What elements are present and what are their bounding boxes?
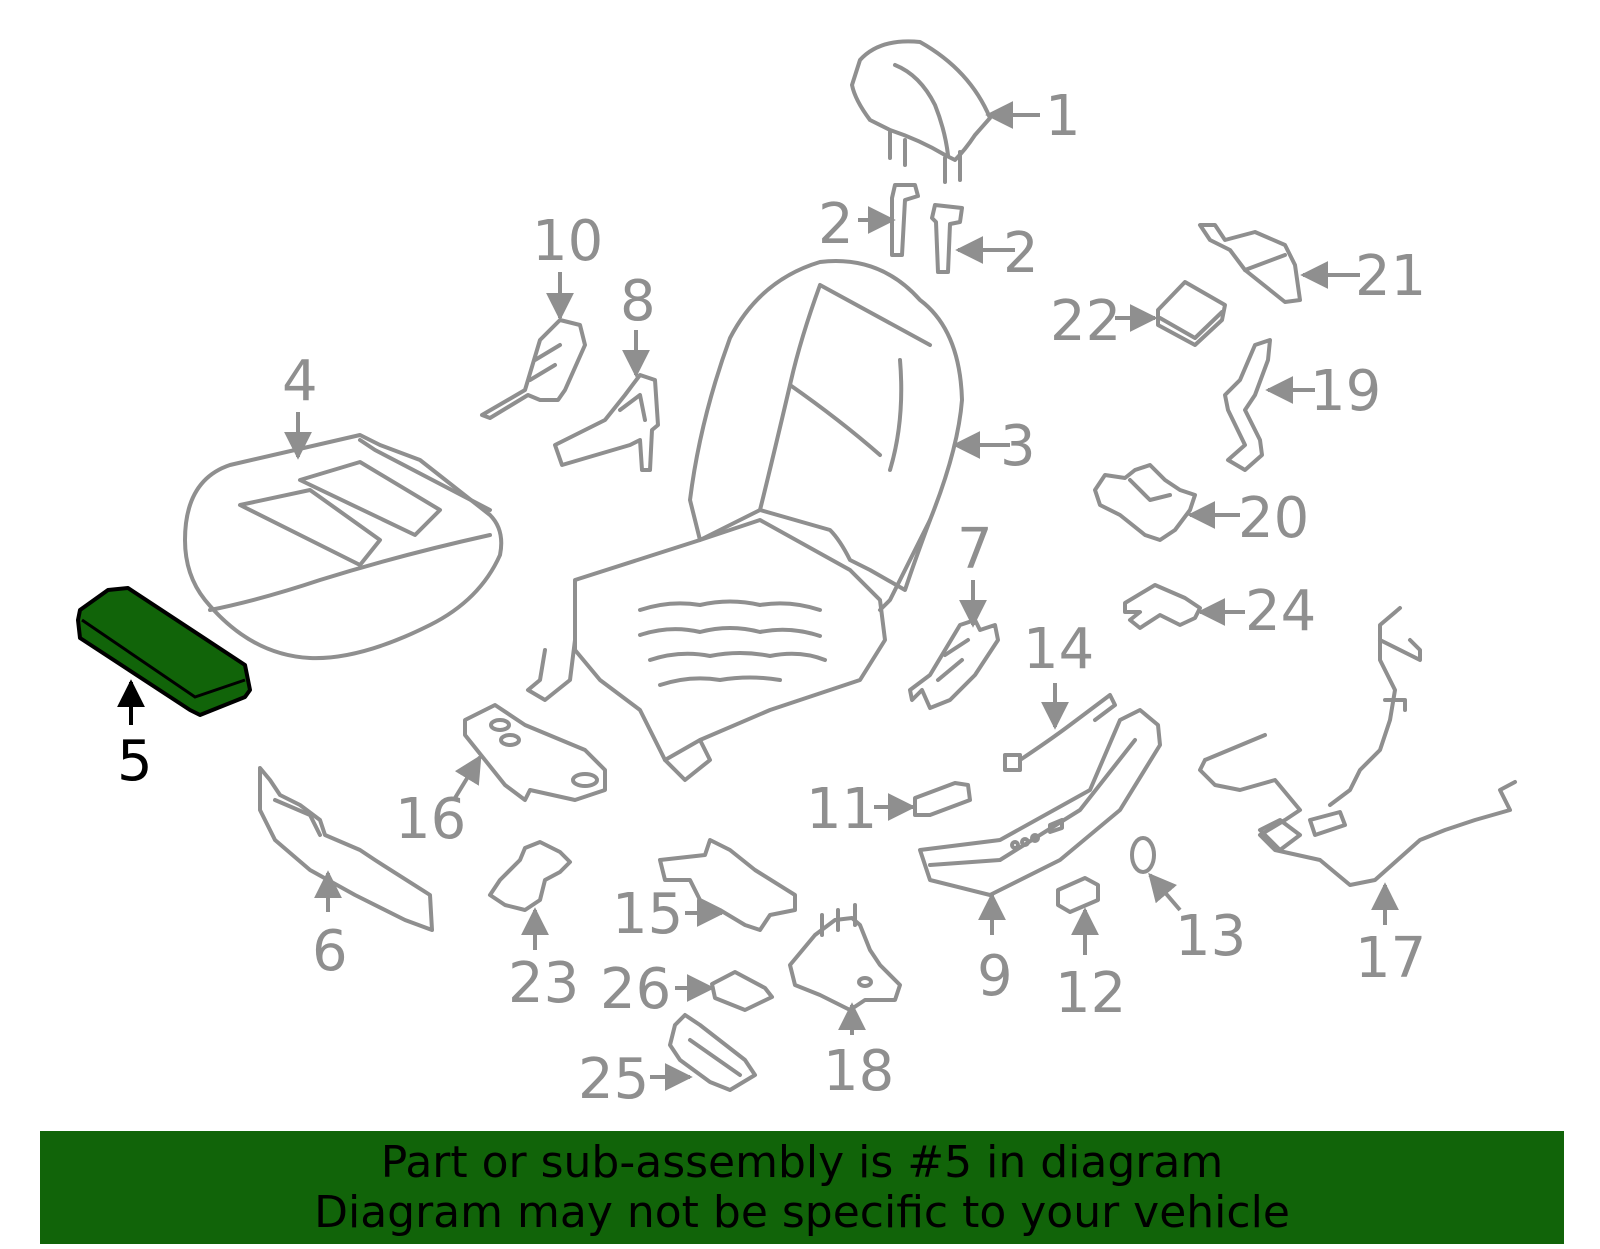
callout-1[interactable]: 1: [1045, 84, 1081, 149]
callout-25[interactable]: 25: [578, 1047, 649, 1112]
part-20-bracket[interactable]: [1093, 463, 1197, 542]
part-26-cover[interactable]: [710, 970, 774, 1012]
seat-frame: [526, 518, 887, 782]
callout-23[interactable]: 23: [508, 951, 579, 1016]
part-24-clip[interactable]: [1123, 583, 1202, 630]
part-19-duct[interactable]: [1223, 338, 1272, 472]
part-7-bracket[interactable]: [908, 618, 1000, 710]
part-23-bracket[interactable]: [488, 840, 572, 912]
callout-13[interactable]: 13: [1175, 904, 1246, 969]
callout-7[interactable]: 7: [957, 517, 993, 582]
callout-26[interactable]: 26: [600, 957, 671, 1022]
callout-3[interactable]: 3: [1000, 414, 1036, 479]
callout-9[interactable]: 9: [977, 944, 1013, 1009]
callout-10[interactable]: 10: [532, 209, 603, 274]
part-5-highlighted[interactable]: [76, 586, 252, 717]
part-6-trim[interactable]: [258, 766, 434, 932]
part-18-bracket[interactable]: [788, 903, 902, 1012]
part-11-clip[interactable]: [913, 781, 972, 817]
callout-20[interactable]: 20: [1238, 486, 1309, 551]
callout-21[interactable]: 21: [1355, 244, 1426, 309]
callout-12[interactable]: 12: [1055, 961, 1126, 1026]
callout-2a[interactable]: 2: [818, 192, 854, 257]
part-12-knob[interactable]: [1056, 876, 1100, 914]
callout-15[interactable]: 15: [612, 882, 683, 947]
part-16-bracket[interactable]: [463, 703, 607, 802]
callout-4[interactable]: 4: [282, 349, 318, 414]
part-4-seat-cushion[interactable]: [183, 433, 504, 661]
part-3-seat-back[interactable]: [688, 259, 964, 612]
callout-11[interactable]: 11: [806, 777, 877, 842]
callout-18[interactable]: 18: [823, 1039, 894, 1104]
callout-14[interactable]: 14: [1023, 617, 1094, 682]
callout-6[interactable]: 6: [312, 919, 348, 984]
callout-16[interactable]: 16: [395, 787, 466, 852]
callout-17[interactable]: 17: [1355, 926, 1426, 991]
callout-19[interactable]: 19: [1310, 359, 1381, 424]
info-banner: Part or sub-assembly is #5 in diagram Di…: [40, 1131, 1564, 1244]
part-2-guide-right[interactable]: [930, 203, 964, 274]
part-25-cover[interactable]: [668, 1013, 757, 1092]
banner-line-1: Part or sub-assembly is #5 in diagram: [380, 1136, 1224, 1188]
callout-2b[interactable]: 2: [1003, 221, 1039, 286]
leader-arrows: [117, 101, 1399, 1091]
part-9-side-shield[interactable]: [918, 708, 1162, 897]
part-17-harness[interactable]: [1198, 606, 1517, 887]
part-10-bracket[interactable]: [480, 318, 587, 420]
part-13-cap[interactable]: [1130, 836, 1156, 874]
part-2-guide-left[interactable]: [890, 183, 920, 257]
callout-22[interactable]: 22: [1050, 289, 1121, 354]
part-21-module[interactable]: [1198, 223, 1302, 304]
part-8-bracket[interactable]: [553, 373, 660, 472]
part-1-headrest[interactable]: [850, 39, 992, 184]
part-15-plate[interactable]: [658, 838, 797, 932]
callout-8[interactable]: 8: [620, 269, 656, 334]
part-22-pad[interactable]: [1156, 280, 1227, 347]
part-14-harness[interactable]: [1003, 693, 1117, 772]
banner-line-2: Diagram may not be specific to your vehi…: [314, 1186, 1290, 1238]
callout-5[interactable]: 5: [117, 729, 153, 794]
callout-24[interactable]: 24: [1245, 579, 1316, 644]
